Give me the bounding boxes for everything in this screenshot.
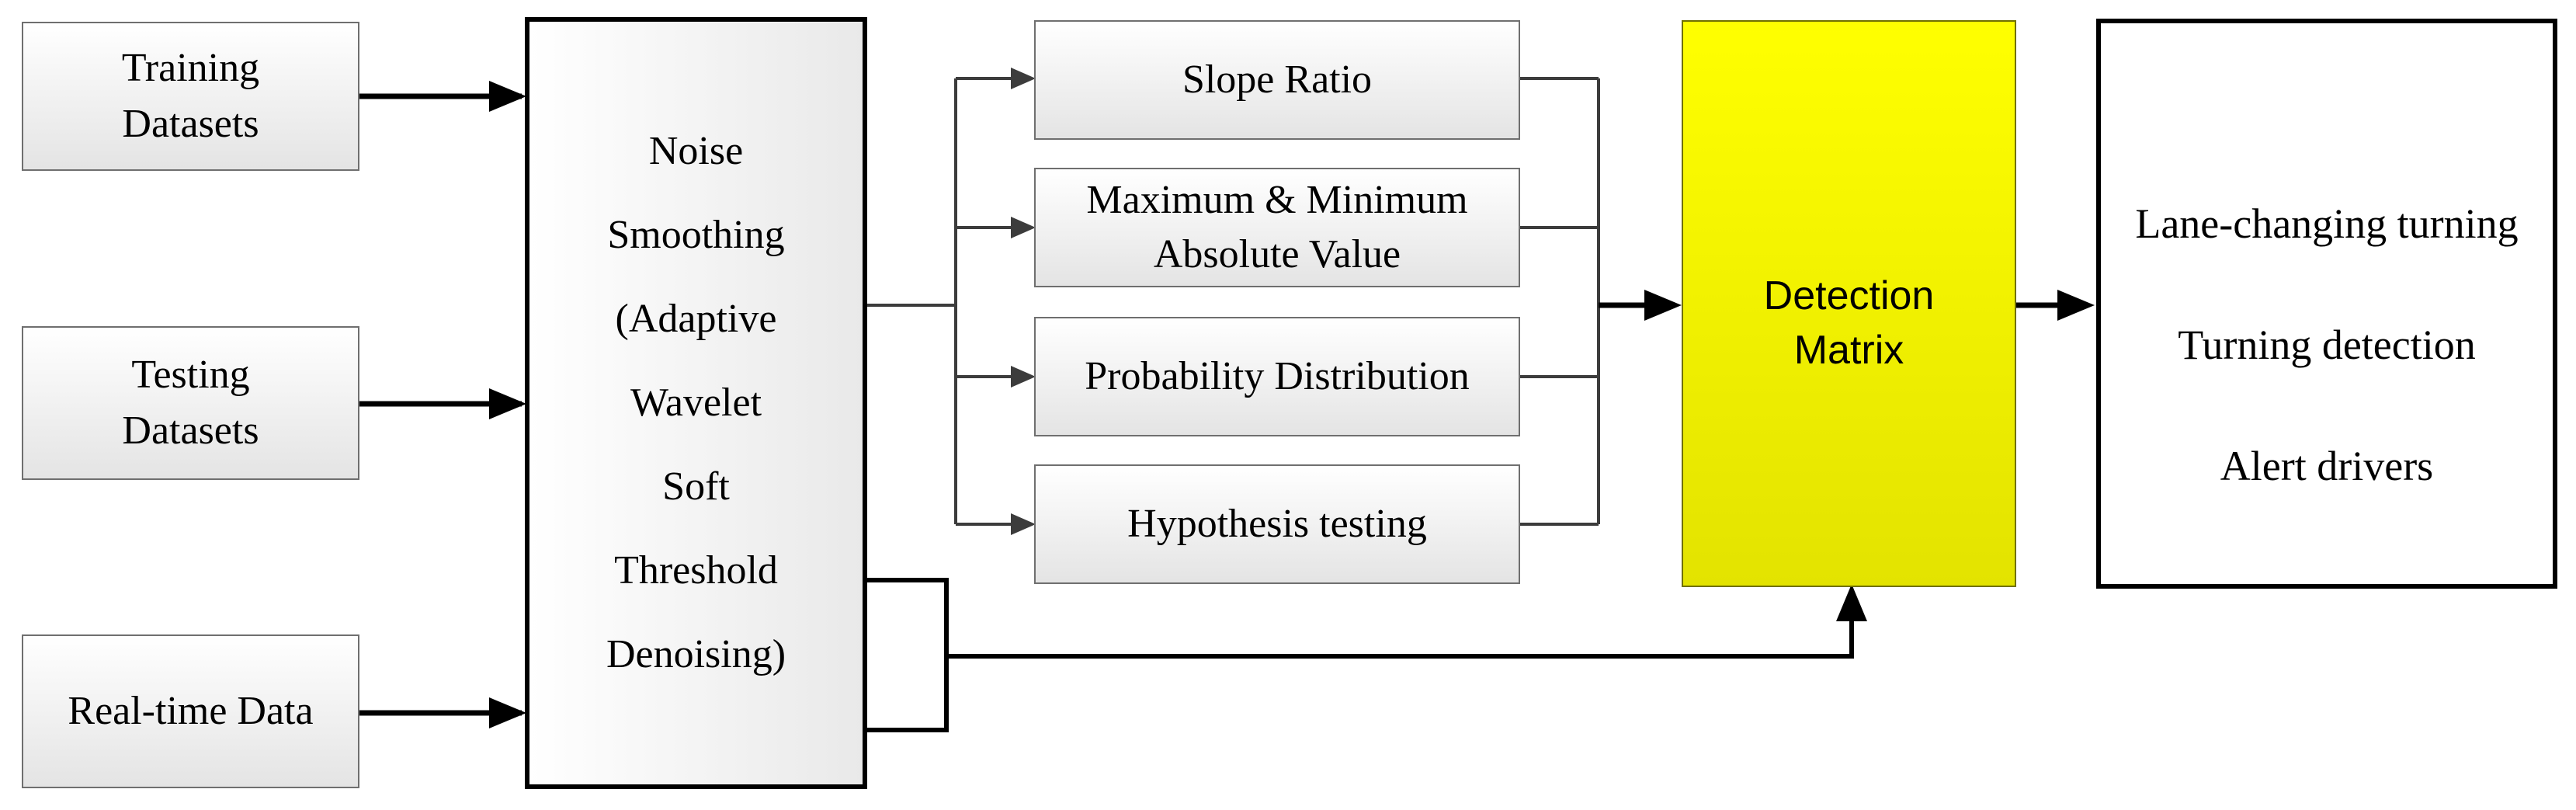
output-alert-drivers: Alert drivers (2220, 443, 2434, 489)
input-arrows (359, 81, 526, 728)
detection-line-2: Matrix (1793, 328, 1904, 373)
maxmin-line-1: Maximum & Minimum (1086, 178, 1468, 222)
realtime-data-box: Real-time Data (22, 634, 359, 788)
hypothesis-testing-box: Hypothesis testing (1034, 464, 1520, 584)
feature-fanout (867, 77, 1026, 526)
noise-line-6: Threshold (614, 548, 778, 593)
noise-line-5: Soft (662, 464, 730, 509)
arrow-bypass-head (1836, 584, 1867, 621)
testing-datasets-box: Testing Datasets (22, 326, 359, 480)
probability-distribution-box: Probability Distribution (1034, 317, 1520, 436)
training-line-2: Datasets (122, 102, 259, 146)
feature-merge (1520, 77, 1600, 526)
bypass-connector (867, 578, 1854, 732)
noise-line-1: Noise (648, 129, 744, 173)
output-turning-detection: Turning detection (2178, 322, 2476, 368)
noise-smoothing-box: Noise Smoothing (Adaptive Wavelet Soft T… (525, 17, 867, 789)
hypo-line-1: Hypothesis testing (1127, 502, 1427, 546)
outputs-box: Lane-changing turning Turning detection … (2096, 19, 2557, 589)
max-min-absolute-box: Maximum & Minimum Absolute Value (1034, 168, 1520, 287)
prob-line-1: Probability Distribution (1085, 354, 1470, 398)
maxmin-line-2: Absolute Value (1153, 232, 1401, 276)
noise-line-2: Smoothing (607, 213, 785, 257)
feature-arrowheads (1011, 68, 1036, 535)
training-datasets-box: Training Datasets (22, 22, 359, 171)
testing-line-2: Datasets (122, 408, 259, 453)
testing-line-1: Testing (131, 353, 250, 397)
realtime-line-1: Real-time Data (68, 689, 314, 733)
slope-line-1: Slope Ratio (1182, 57, 1373, 102)
output-lane-changing: Lane-changing turning (2135, 200, 2519, 247)
slope-ratio-box: Slope Ratio (1034, 20, 1520, 140)
noise-line-7: Denoising) (606, 632, 786, 676)
noise-line-3: (Adaptive (615, 297, 777, 341)
noise-line-4: Wavelet (630, 381, 762, 425)
detection-matrix-box: Detection Matrix (1682, 20, 2016, 587)
training-line-1: Training (121, 46, 260, 90)
detection-line-1: Detection (1763, 273, 1935, 318)
